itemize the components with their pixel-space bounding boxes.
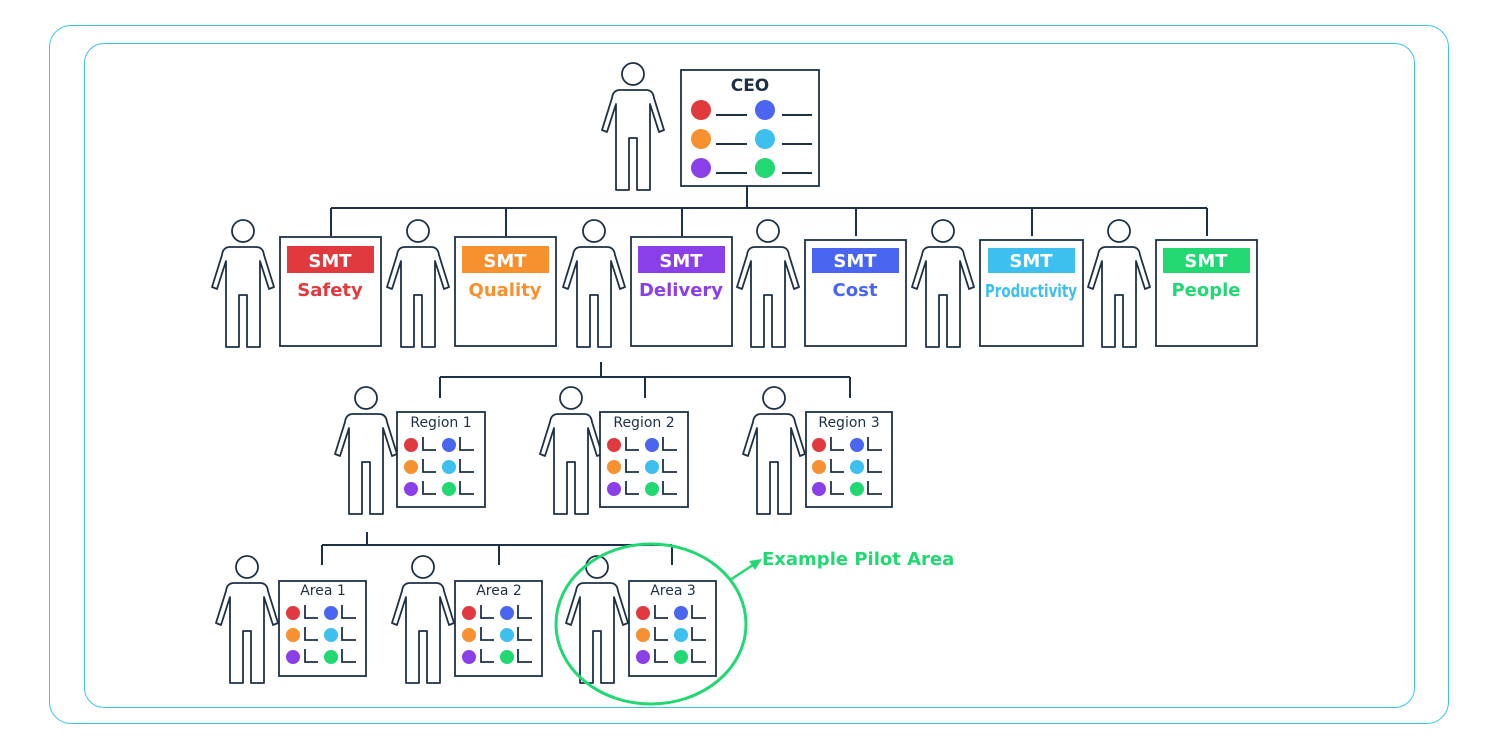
metric-red-dot bbox=[691, 100, 711, 120]
ceo-title: CEO bbox=[731, 76, 770, 96]
area-node-1: Area 1 bbox=[215, 555, 367, 684]
region-label: Region 3 bbox=[818, 415, 879, 431]
inner-frame bbox=[84, 43, 1415, 708]
area-label: Area 2 bbox=[476, 583, 522, 599]
area-label: Area 3 bbox=[650, 583, 696, 599]
area-label: Area 1 bbox=[300, 583, 346, 599]
person-icon bbox=[736, 219, 800, 348]
smt-header-bar bbox=[287, 246, 374, 273]
ceo-metrics bbox=[691, 100, 812, 178]
region-label: Region 1 bbox=[410, 415, 471, 431]
smt-node-people: SMT People bbox=[1087, 219, 1258, 348]
area-metrics bbox=[636, 605, 706, 664]
smt-node-productivity: SMT Productivity bbox=[911, 219, 1084, 348]
region-metrics bbox=[404, 437, 474, 496]
person-icon bbox=[391, 555, 455, 684]
area-row: Area 1 Area 2 bbox=[215, 555, 717, 684]
smt-team-name: People bbox=[1171, 280, 1240, 301]
smt-header-text: SMT bbox=[833, 251, 877, 272]
smt-node-quality: SMT Quality bbox=[386, 219, 557, 348]
region-label: Region 2 bbox=[613, 415, 674, 431]
smt-node-cost: SMT Cost bbox=[736, 219, 907, 348]
region-node-3: Region 3 bbox=[742, 386, 893, 515]
area-node-3: Area 3 bbox=[565, 555, 717, 684]
person-icon bbox=[562, 219, 626, 348]
smt-header-text: SMT bbox=[1009, 251, 1053, 272]
person-icon bbox=[215, 555, 279, 684]
metric-purple-dot bbox=[691, 158, 711, 178]
person-icon bbox=[539, 386, 603, 515]
person-icon bbox=[1087, 219, 1151, 348]
smt-header-bar bbox=[988, 248, 1075, 273]
region-metrics bbox=[812, 437, 882, 496]
smt-team-name: Quality bbox=[469, 280, 542, 301]
smt-header-bar bbox=[462, 246, 549, 273]
metric-orange-dot bbox=[691, 129, 711, 149]
smt-row: SMT Safety SMT Quality SMT Delivery SMT … bbox=[211, 219, 1258, 348]
person-icon bbox=[911, 219, 975, 348]
smt-header-bar bbox=[812, 248, 899, 273]
ceo-person-icon bbox=[601, 62, 665, 191]
metric-green-dot bbox=[755, 158, 775, 178]
area-node-2: Area 2 bbox=[391, 555, 543, 684]
metric-cyan-dot bbox=[755, 129, 775, 149]
area-metrics bbox=[462, 605, 532, 664]
metric-blue-dot bbox=[755, 100, 775, 120]
smt-team-name: Safety bbox=[297, 280, 363, 301]
smt-header-text: SMT bbox=[308, 251, 352, 272]
region-node-2: Region 2 bbox=[539, 386, 689, 515]
outer-frame bbox=[49, 25, 1449, 724]
region-row: Region 1 Region 2 bbox=[334, 386, 893, 515]
smt-node-delivery: SMT Delivery bbox=[562, 219, 733, 348]
smt-header-text: SMT bbox=[483, 251, 527, 272]
area-metrics bbox=[286, 605, 356, 664]
smt-header-bar bbox=[638, 246, 725, 273]
smt-header-text: SMT bbox=[659, 251, 703, 272]
smt-team-name: Delivery bbox=[639, 280, 723, 301]
person-icon bbox=[742, 386, 806, 515]
smt-header-bar bbox=[1163, 248, 1250, 273]
smt-team-name: Productivity bbox=[985, 281, 1077, 302]
smt-node-safety: SMT Safety bbox=[211, 219, 382, 348]
region-metrics bbox=[607, 437, 677, 496]
callout-label: Example Pilot Area bbox=[762, 549, 954, 570]
person-icon bbox=[386, 219, 450, 348]
smt-header-text: SMT bbox=[1184, 251, 1228, 272]
callout-arrow bbox=[729, 559, 762, 582]
ceo-node: CEO bbox=[601, 62, 820, 191]
smt-team-name: Cost bbox=[833, 280, 878, 301]
person-icon bbox=[211, 219, 275, 348]
region-node-1: Region 1 bbox=[334, 386, 486, 515]
pilot-area-highlight bbox=[554, 542, 748, 706]
connectors bbox=[321, 186, 1208, 565]
person-icon bbox=[334, 386, 398, 515]
